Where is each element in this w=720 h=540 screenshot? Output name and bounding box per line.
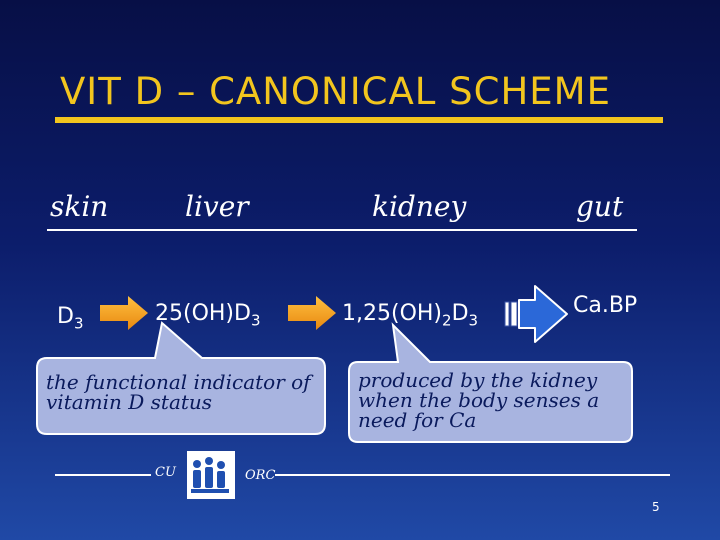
callout-text-right: produced by the kidney when the body sen… <box>358 368 600 432</box>
title-underline <box>55 117 663 123</box>
page-number: 5 <box>652 500 660 514</box>
organ-header-liver: liver <box>185 190 249 223</box>
callout-text-left: the functional indicator of vitamin D st… <box>46 370 311 414</box>
footer-label-left: CU <box>155 465 176 480</box>
compound-125oh2d3: 1,25(OH)2D3 <box>342 301 479 330</box>
footer-rule-left <box>55 474 151 476</box>
compound-25ohd3: 25(OH)D3 <box>155 301 261 330</box>
footer-label-right: ORC <box>245 468 276 483</box>
compound-cabp: Ca.BP <box>573 293 638 318</box>
arrow-tail-bar-2 <box>510 301 518 327</box>
arrow-kidney-to-gut <box>518 285 568 343</box>
organ-header-skin: skin <box>50 190 109 223</box>
compound-d3: D3 <box>57 304 84 333</box>
arrow-skin-to-liver <box>100 296 148 330</box>
people-group-logo-icon <box>187 451 235 499</box>
callout-bubble-right <box>348 322 633 443</box>
callout-bubble-left <box>36 321 326 435</box>
arrow-tail-bar-1 <box>504 301 510 327</box>
slide-title: VIT D – CANONICAL SCHEME <box>60 70 611 113</box>
footer-rule-right <box>275 474 670 476</box>
header-divider <box>47 229 637 231</box>
organ-header-gut: gut <box>576 190 624 223</box>
organ-header-kidney: kidney <box>372 190 467 223</box>
arrow-liver-to-kidney <box>288 296 336 330</box>
